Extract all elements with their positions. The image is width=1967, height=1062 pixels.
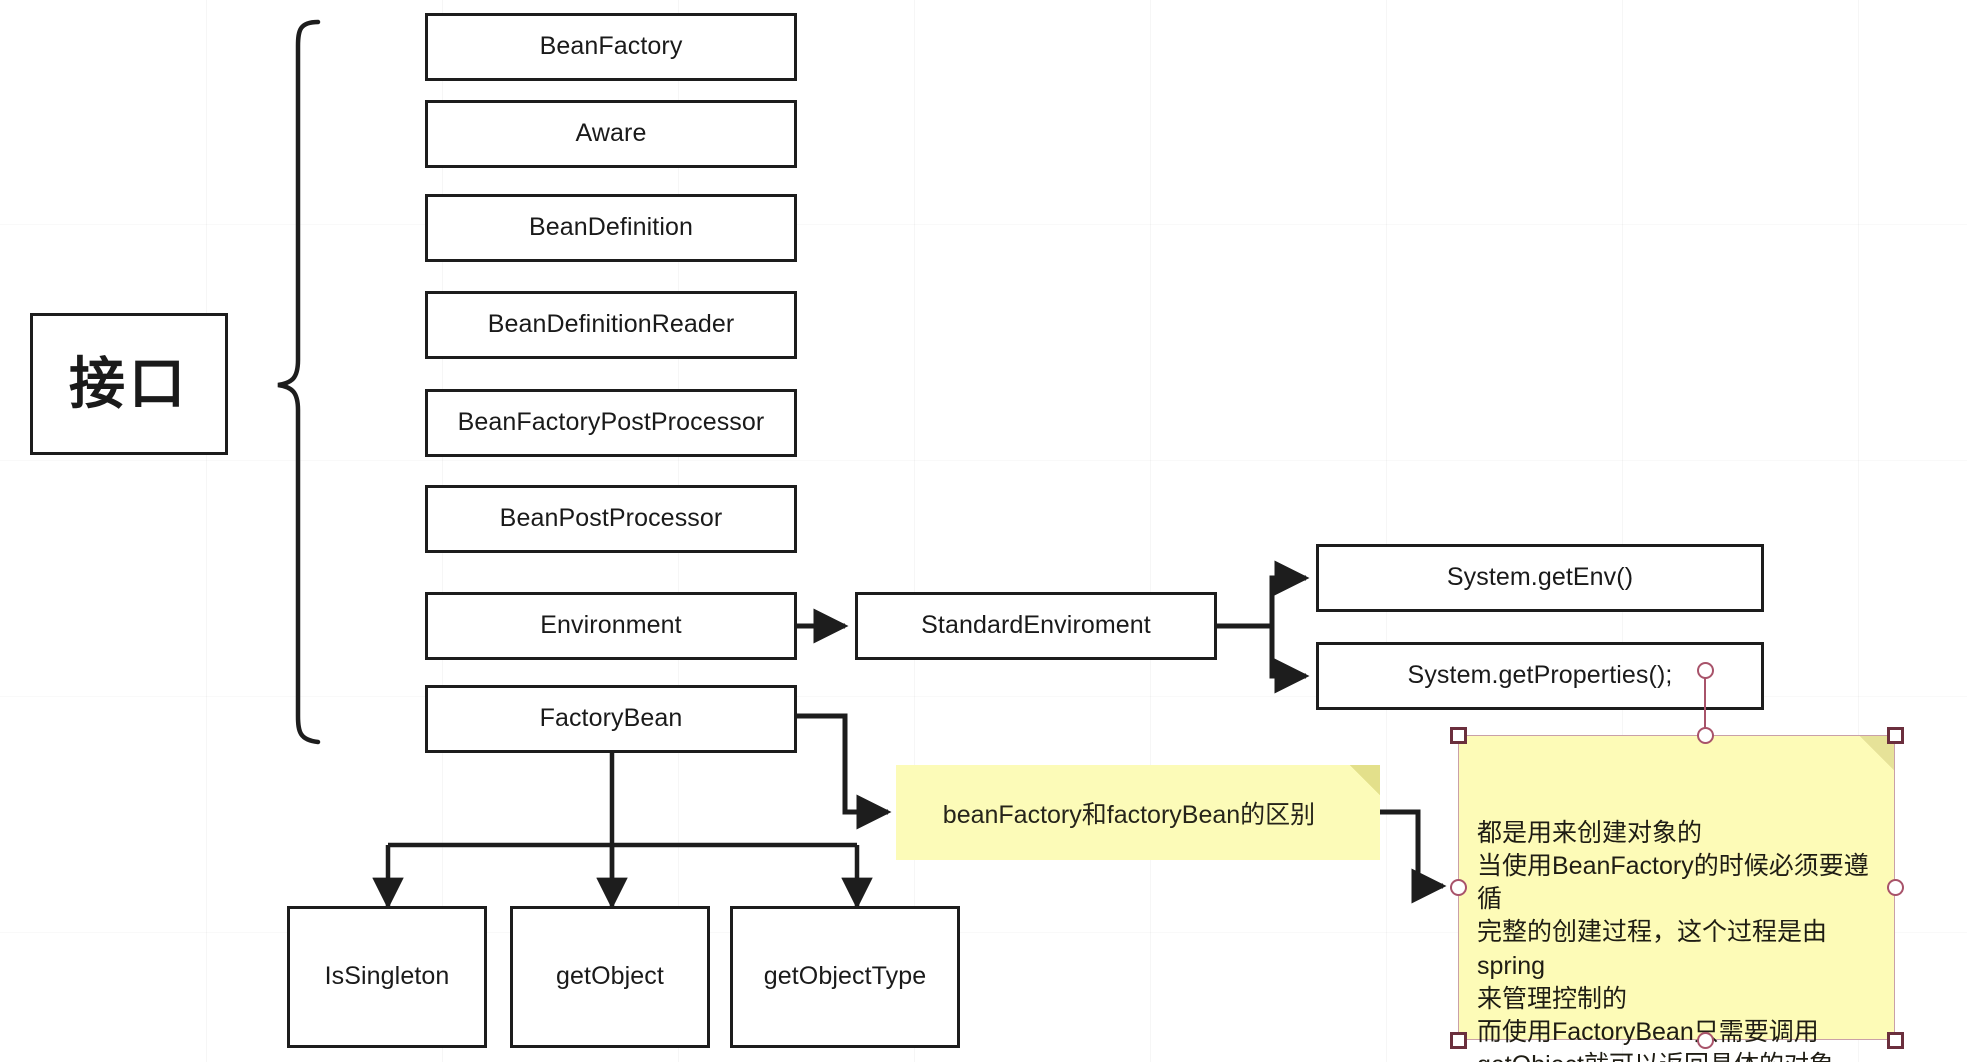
callout-beanfactory-vs-factorybean[interactable]: beanFactory和factoryBean的区别 (896, 765, 1380, 860)
sticky-note-handle-bottom-left[interactable] (1450, 1032, 1467, 1049)
callout-label: beanFactory和factoryBean的区别 (942, 800, 1316, 829)
node-bean-factory[interactable]: BeanFactory (425, 13, 797, 81)
callout-fold-corner (1350, 765, 1380, 795)
node-get-object-type[interactable]: getObjectType (730, 906, 960, 1048)
sticky-note-rotate-handle[interactable] (1697, 662, 1714, 679)
sticky-note-handle-bottom-right[interactable] (1887, 1032, 1904, 1049)
node-get-object[interactable]: getObject (510, 906, 710, 1048)
node-standard-enviroment[interactable]: StandardEnviroment (855, 592, 1217, 660)
sticky-note-handle-bottom-center[interactable] (1697, 1032, 1714, 1049)
node-factory-bean[interactable]: FactoryBean (425, 685, 797, 753)
node-system-getproperties[interactable]: System.getProperties(); (1316, 642, 1764, 710)
sticky-note-text: 都是用来创建对象的 当使用BeanFactory的时候必须要遵循 完整的创建过程… (1477, 818, 1869, 1062)
sticky-note-rotate-stem (1704, 676, 1706, 728)
node-is-singleton[interactable]: IsSingleton (287, 906, 487, 1048)
sticky-note-handle-top-center[interactable] (1697, 727, 1714, 744)
node-bean-definition[interactable]: BeanDefinition (425, 194, 797, 262)
edge-factorybean-to-methods (372, 753, 873, 910)
edge-factorybean-to-callout (797, 713, 892, 830)
node-aware[interactable]: Aware (425, 100, 797, 168)
edge-standardenviroment-to-system (1216, 560, 1310, 694)
node-bean-factory-post-processor[interactable]: BeanFactoryPostProcessor (425, 389, 797, 457)
node-interface-title[interactable]: 接口 (30, 313, 228, 455)
sticky-note-handle-top-left[interactable] (1450, 727, 1467, 744)
node-system-getenv[interactable]: System.getEnv() (1316, 544, 1764, 612)
node-bean-post-processor[interactable]: BeanPostProcessor (425, 485, 797, 553)
sticky-note-handle-middle-left[interactable] (1450, 879, 1467, 896)
node-bean-definition-reader[interactable]: BeanDefinitionReader (425, 291, 797, 359)
sticky-note-handle-middle-right[interactable] (1887, 879, 1904, 896)
node-environment[interactable]: Environment (425, 592, 797, 660)
edge-callout-to-sticky-note (1378, 809, 1447, 904)
interface-group-brace (277, 19, 321, 745)
sticky-note-handle-top-right[interactable] (1887, 727, 1904, 744)
sticky-note[interactable]: 都是用来创建对象的 当使用BeanFactory的时候必须要遵循 完整的创建过程… (1458, 735, 1895, 1062)
